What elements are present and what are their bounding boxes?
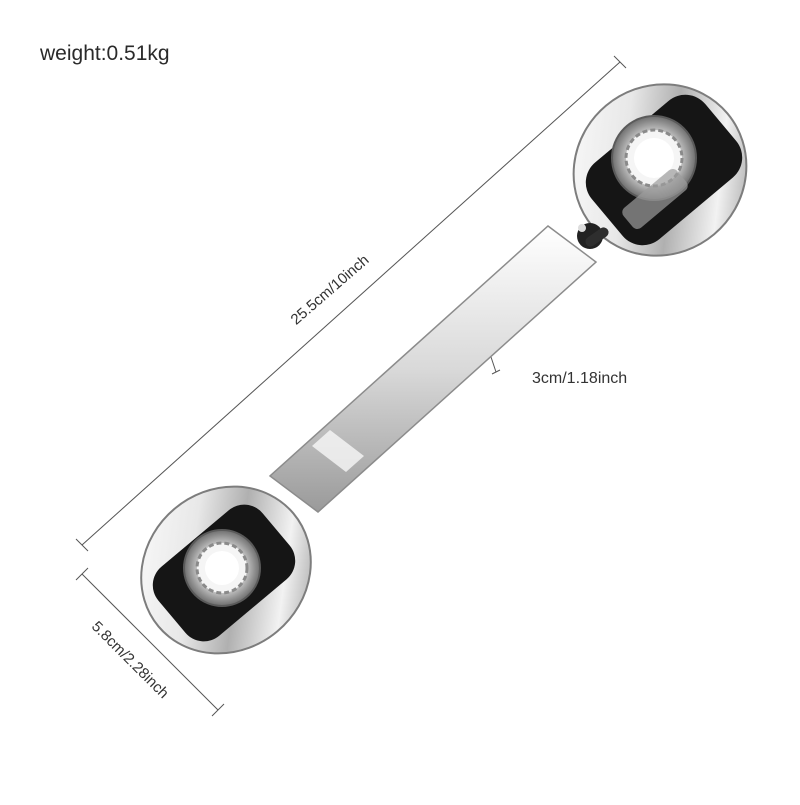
weight-label: weight:0.51kg — [40, 42, 170, 65]
wrench-shaft — [268, 225, 598, 513]
upper-ratchet-head — [572, 83, 748, 257]
head-width-dimension-line — [75, 567, 225, 717]
shaft-width-label: 3cm/1.18inch — [532, 370, 628, 387]
lower-ratchet-head — [140, 485, 312, 655]
wrench — [140, 83, 748, 655]
direction-lever — [577, 223, 609, 249]
length-dimension-line — [75, 55, 627, 552]
